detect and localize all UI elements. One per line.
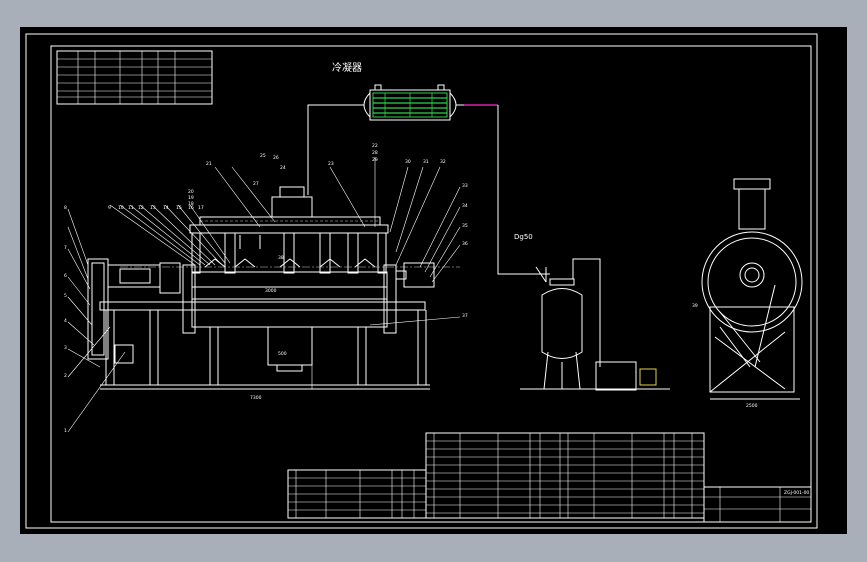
svg-text:500: 500 (278, 351, 287, 357)
balloons-top: 21 20 19 18 27 26 25 24 23 22 28 29 30 3… (188, 143, 446, 207)
svg-text:8: 8 (64, 205, 67, 211)
svg-text:28: 28 (372, 150, 378, 156)
side-view: 2500 (701, 178, 803, 409)
svg-text:3000: 3000 (265, 288, 277, 294)
svg-text:15: 15 (176, 205, 182, 211)
svg-text:35: 35 (462, 223, 468, 229)
svg-text:22: 22 (372, 143, 378, 149)
svg-text:19: 19 (188, 195, 194, 201)
title-block: ZGJ-001-00 (703, 486, 812, 523)
cad-viewport[interactable]: 冷凝器 Dg50 (20, 27, 847, 534)
svg-text:5: 5 (64, 293, 67, 299)
receiver-tank (520, 258, 670, 391)
vapour-pipe (307, 104, 356, 195)
svg-text:31: 31 (423, 159, 429, 165)
svg-text:30: 30 (405, 159, 411, 165)
svg-text:23: 23 (328, 161, 334, 167)
svg-text:16: 16 (188, 205, 194, 211)
inner-frame (50, 45, 812, 523)
svg-text:36: 36 (462, 241, 468, 247)
svg-text:6: 6 (64, 273, 67, 279)
svg-text:32: 32 (440, 159, 446, 165)
svg-text:33: 33 (462, 183, 468, 189)
svg-text:9: 9 (108, 205, 111, 211)
svg-text:21: 21 (206, 161, 212, 167)
svg-text:2: 2 (64, 373, 67, 379)
svg-text:3: 3 (64, 345, 67, 351)
dryer-body: 3000 7300 500 (67, 157, 461, 433)
svg-text:17: 17 (198, 205, 204, 211)
svg-text:4: 4 (64, 318, 67, 324)
condenser-label: 冷凝器 (332, 61, 362, 74)
parts-list-right (425, 432, 705, 519)
engineering-drawing: 冷凝器 Dg50 (25, 33, 818, 529)
svg-text:14: 14 (163, 205, 169, 211)
balloons-left: 9 10 11 12 13 14 15 16 17 8 7 6 5 4 3 2 … (64, 205, 204, 434)
condensate-pipe (497, 105, 550, 275)
svg-text:34: 34 (462, 203, 468, 209)
condenser: 冷凝器 (332, 61, 498, 121)
svg-text:12: 12 (138, 205, 144, 211)
nozzle-label: Dg50 (514, 233, 533, 241)
svg-text:20: 20 (188, 189, 194, 195)
svg-text:29: 29 (372, 157, 378, 163)
svg-text:13: 13 (150, 205, 156, 211)
svg-text:37: 37 (462, 313, 468, 319)
svg-text:7: 7 (64, 245, 67, 251)
revision-table (56, 50, 213, 105)
svg-text:38: 38 (278, 255, 284, 261)
outer-frame (25, 33, 818, 529)
parts-list-left (287, 469, 427, 519)
svg-text:18: 18 (188, 201, 194, 207)
svg-text:27: 27 (253, 181, 259, 187)
svg-text:25: 25 (260, 153, 266, 159)
svg-text:10: 10 (118, 205, 124, 211)
svg-text:11: 11 (128, 205, 134, 211)
title-block-code: ZGJ-001-00 (784, 490, 809, 496)
svg-text:24: 24 (280, 165, 286, 171)
svg-text:2500: 2500 (746, 403, 758, 409)
balloons-right: 33 34 35 36 37 38 39 (278, 183, 698, 319)
svg-text:26: 26 (273, 155, 279, 161)
svg-text:7300: 7300 (250, 395, 262, 401)
svg-text:39: 39 (692, 303, 698, 309)
svg-text:1: 1 (64, 428, 67, 434)
